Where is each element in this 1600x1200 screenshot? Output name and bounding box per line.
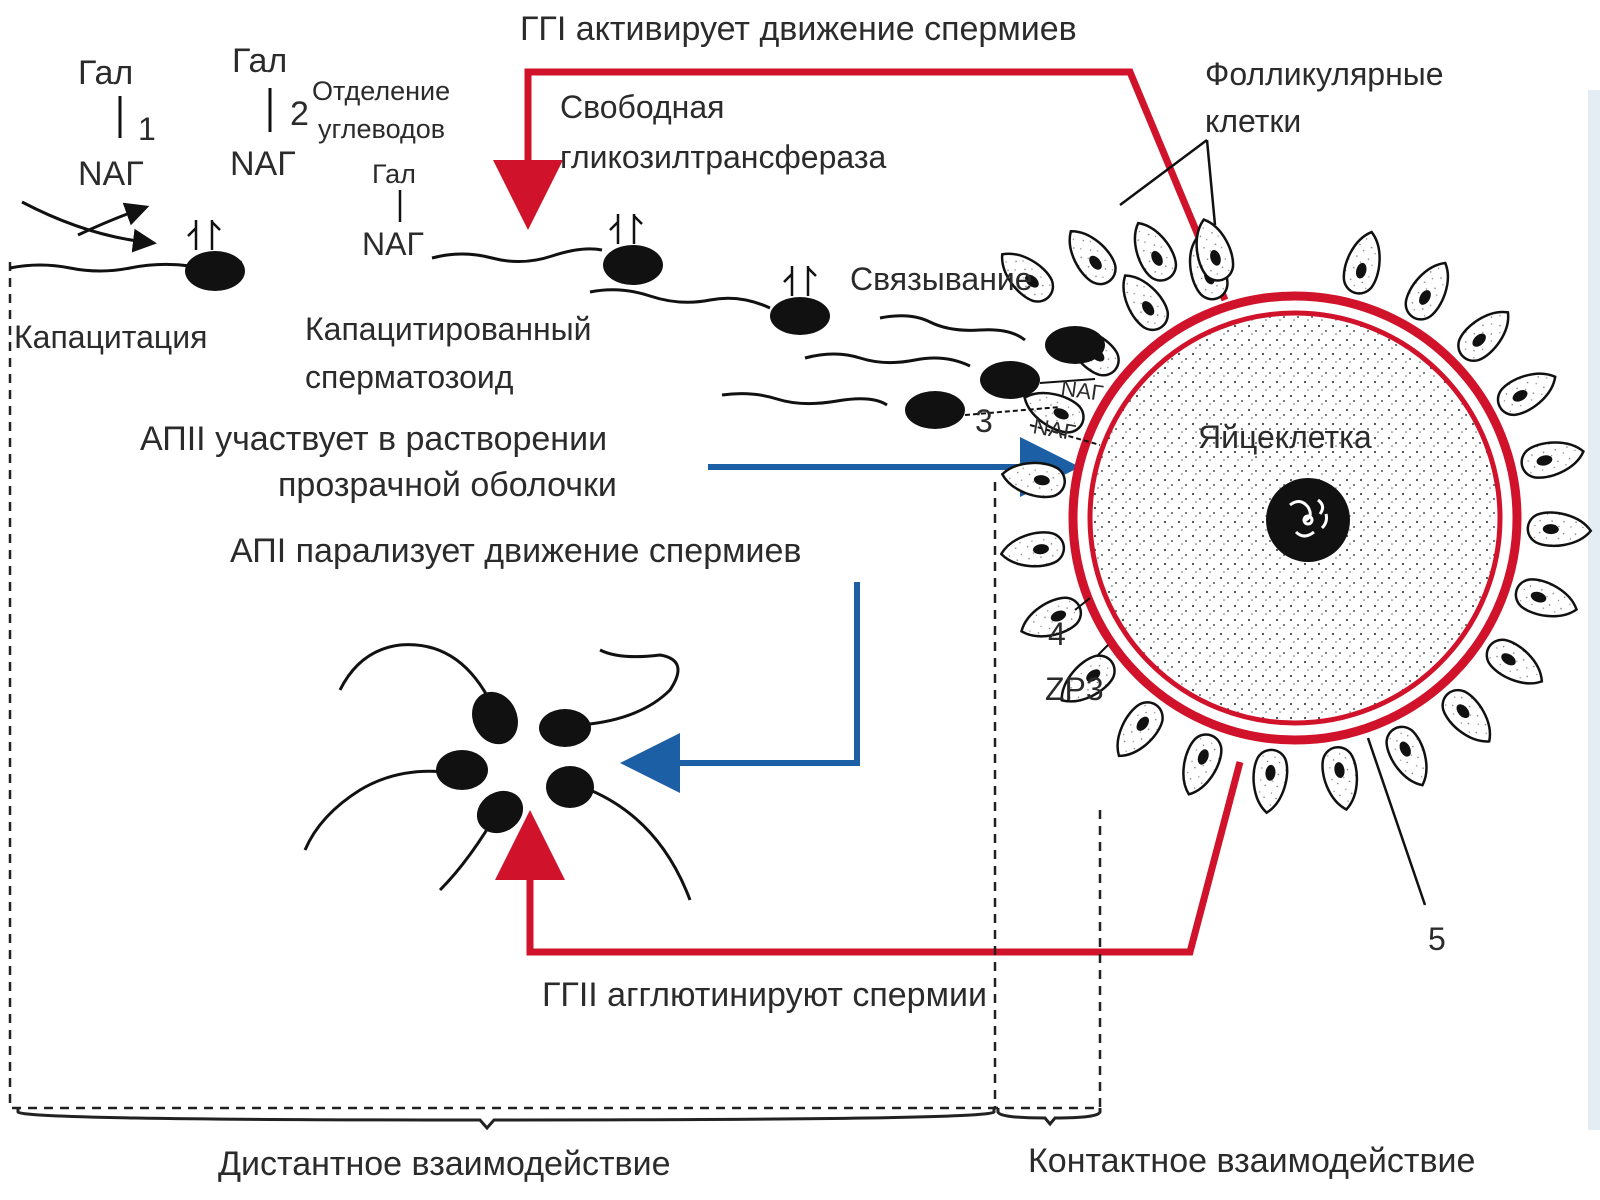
distant-bracket	[16, 1108, 996, 1131]
follicular-cell	[1520, 441, 1585, 479]
gal-label-3: Гал	[372, 159, 416, 189]
api2-label-2: прозрачной оболочки	[278, 466, 617, 504]
ggi-activation-loop	[493, 68, 1229, 302]
follicular-label-2: клетки	[1205, 103, 1301, 139]
nag-label-2: NАГ	[230, 145, 296, 183]
pointer-4	[1074, 597, 1091, 611]
nag-label-3: NАГ	[362, 226, 424, 262]
egg-label: Яйцеклетка	[1198, 419, 1372, 455]
capacitated-label-1: Капацитированный	[305, 311, 592, 347]
api1-arrow	[620, 582, 860, 793]
sperm-binding-2	[879, 314, 1105, 364]
follicular-cell	[1385, 725, 1428, 787]
follicular-cell	[1068, 229, 1117, 286]
api1-label: АПI парализует движение спермиев	[230, 532, 801, 570]
capacitation-label: Капацитация	[14, 319, 207, 355]
follicular-cell	[1000, 252, 1055, 303]
sperm-binding-4	[721, 391, 1101, 446]
binding-label: Связывание	[850, 261, 1033, 297]
step-number-5: 5	[1428, 921, 1446, 957]
capacitated-label-2: сперматозоид	[305, 359, 514, 395]
ggii-agglutination-loop	[495, 761, 1244, 956]
free-gt-label-2: гликозилтрансфераза	[560, 139, 886, 175]
follicular-cell	[1195, 218, 1235, 282]
follicular-cell	[1321, 746, 1359, 812]
pointer-5	[1366, 737, 1427, 906]
sperm-capacitation	[9, 200, 245, 291]
step-number-2: 2	[290, 95, 309, 133]
follicular-cell	[1182, 733, 1223, 796]
contact-interaction-label: Контактное взаимодействие	[1028, 1142, 1475, 1180]
sperm-binding-3	[804, 352, 1096, 399]
follicular-cell	[1000, 461, 1066, 499]
agglutinated-sperm	[303, 643, 692, 901]
follicular-cell	[1116, 701, 1164, 758]
follicular-cell	[1252, 748, 1289, 815]
follicular-cell	[1122, 274, 1169, 332]
follicular-cell	[1020, 596, 1082, 638]
right-edge-strip	[1588, 90, 1600, 1130]
contact-region-border	[995, 810, 1102, 1110]
follicular-cell	[999, 531, 1066, 568]
api2-label-1: АПII участвует в растворении	[140, 420, 607, 458]
follicular-cell	[1485, 638, 1544, 685]
follicular-label-1: Фолликулярные	[1205, 56, 1444, 92]
gal-label-2: Гал	[232, 42, 287, 80]
pointer-zp3	[1097, 644, 1109, 656]
follicular-cell	[1404, 261, 1450, 321]
follicular-cell	[1023, 391, 1085, 434]
distant-region-border	[8, 262, 997, 1110]
carb-separation-label-2: углеводов	[318, 114, 445, 144]
contact-bracket	[996, 1108, 1102, 1127]
follicular-cell	[1133, 221, 1178, 282]
sperm-binding-1	[589, 266, 830, 335]
follicular-cell	[1496, 372, 1557, 417]
sperm-free-gt	[431, 214, 663, 285]
zp3-label: ZP3	[1045, 671, 1104, 707]
free-gt-label-1: Свободная	[560, 89, 724, 125]
carb-separation-label-1: Отделение	[312, 76, 450, 106]
nag-binding-label-1: NАГ	[1059, 375, 1105, 406]
step-number-4: 4	[1048, 616, 1066, 652]
nag-label-1: NАГ	[78, 155, 144, 193]
follicular-cell	[1457, 310, 1510, 363]
follicular-cell	[1526, 511, 1593, 548]
step-number-3: 3	[975, 403, 993, 439]
follicular-cell	[1514, 578, 1579, 618]
step-number-1: 1	[138, 111, 156, 147]
gal-label-1: Гал	[78, 54, 133, 92]
follicular-cell	[1441, 688, 1492, 743]
ggii-agglutination-label: ГГII агглютинируют спермии	[542, 976, 987, 1014]
distant-interaction-label: Дистантное взаимодействие	[218, 1145, 671, 1183]
follicular-cell	[1060, 654, 1116, 703]
ggi-activation-label: ГГI активирует движение спермиев	[520, 10, 1077, 48]
chromatin	[1289, 498, 1328, 538]
oocyte	[1068, 291, 1522, 745]
follicular-pointers	[1119, 138, 1217, 226]
follicular-cell	[1342, 230, 1381, 295]
